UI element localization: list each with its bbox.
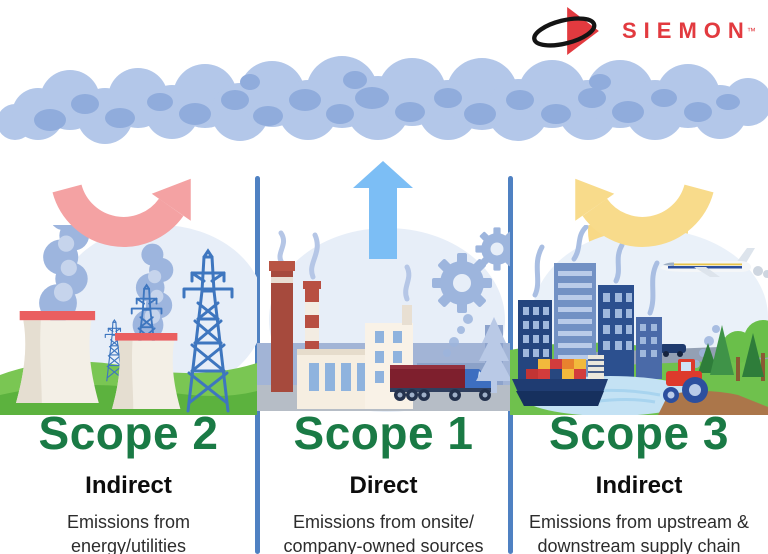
scope3-category: Indirect xyxy=(595,472,683,499)
scope2-text-block: Scope 2 Indirect Emissions from energy/u… xyxy=(0,408,257,554)
scope2-description: Emissions from energy/utilities xyxy=(66,512,191,554)
city-smoke xyxy=(532,225,660,316)
scope2-title: Scope 2 xyxy=(38,407,219,459)
siemon-logo-icon xyxy=(532,6,599,56)
trademark-symbol: ™ xyxy=(746,26,756,36)
brand-name: SIEMON xyxy=(622,18,751,43)
emissions-cloud-icon xyxy=(0,56,768,144)
truck xyxy=(390,365,493,401)
power-plant-illustration xyxy=(0,225,257,415)
siemon-logo: SIEMON ™ xyxy=(530,6,756,56)
pine-tree-silhouette xyxy=(476,317,510,393)
scope2-category: Indirect xyxy=(85,472,172,499)
airplane xyxy=(660,248,768,278)
scope1-text-block: Scope 1 Direct Emissions from onsite/ co… xyxy=(257,408,510,554)
tractor xyxy=(663,359,708,403)
gear-icon xyxy=(432,227,510,313)
scope1-category: Direct xyxy=(349,472,418,499)
scope1-straight-up-arrow-icon xyxy=(353,161,413,259)
scope1-title: Scope 1 xyxy=(293,407,474,459)
chimney-smoke xyxy=(277,230,412,302)
scope3-description: Emissions from upstream & downstream sup… xyxy=(528,512,750,554)
scope2-curved-up-arrow-icon xyxy=(52,178,191,247)
cargo-ship xyxy=(512,355,608,406)
scope3-curved-up-arrow-icon xyxy=(575,178,714,247)
city-supply-chain-illustration xyxy=(510,225,768,415)
trees xyxy=(698,320,768,381)
scope1-description: Emissions from onsite/ company-owned sou… xyxy=(283,512,484,554)
factory-illustration xyxy=(257,227,510,412)
scope3-text-block: Scope 3 Indirect Emissions from upstream… xyxy=(510,408,768,554)
brick-chimney xyxy=(269,261,295,392)
scope3-title: Scope 3 xyxy=(549,407,729,459)
exhaust-puffs xyxy=(443,314,473,357)
